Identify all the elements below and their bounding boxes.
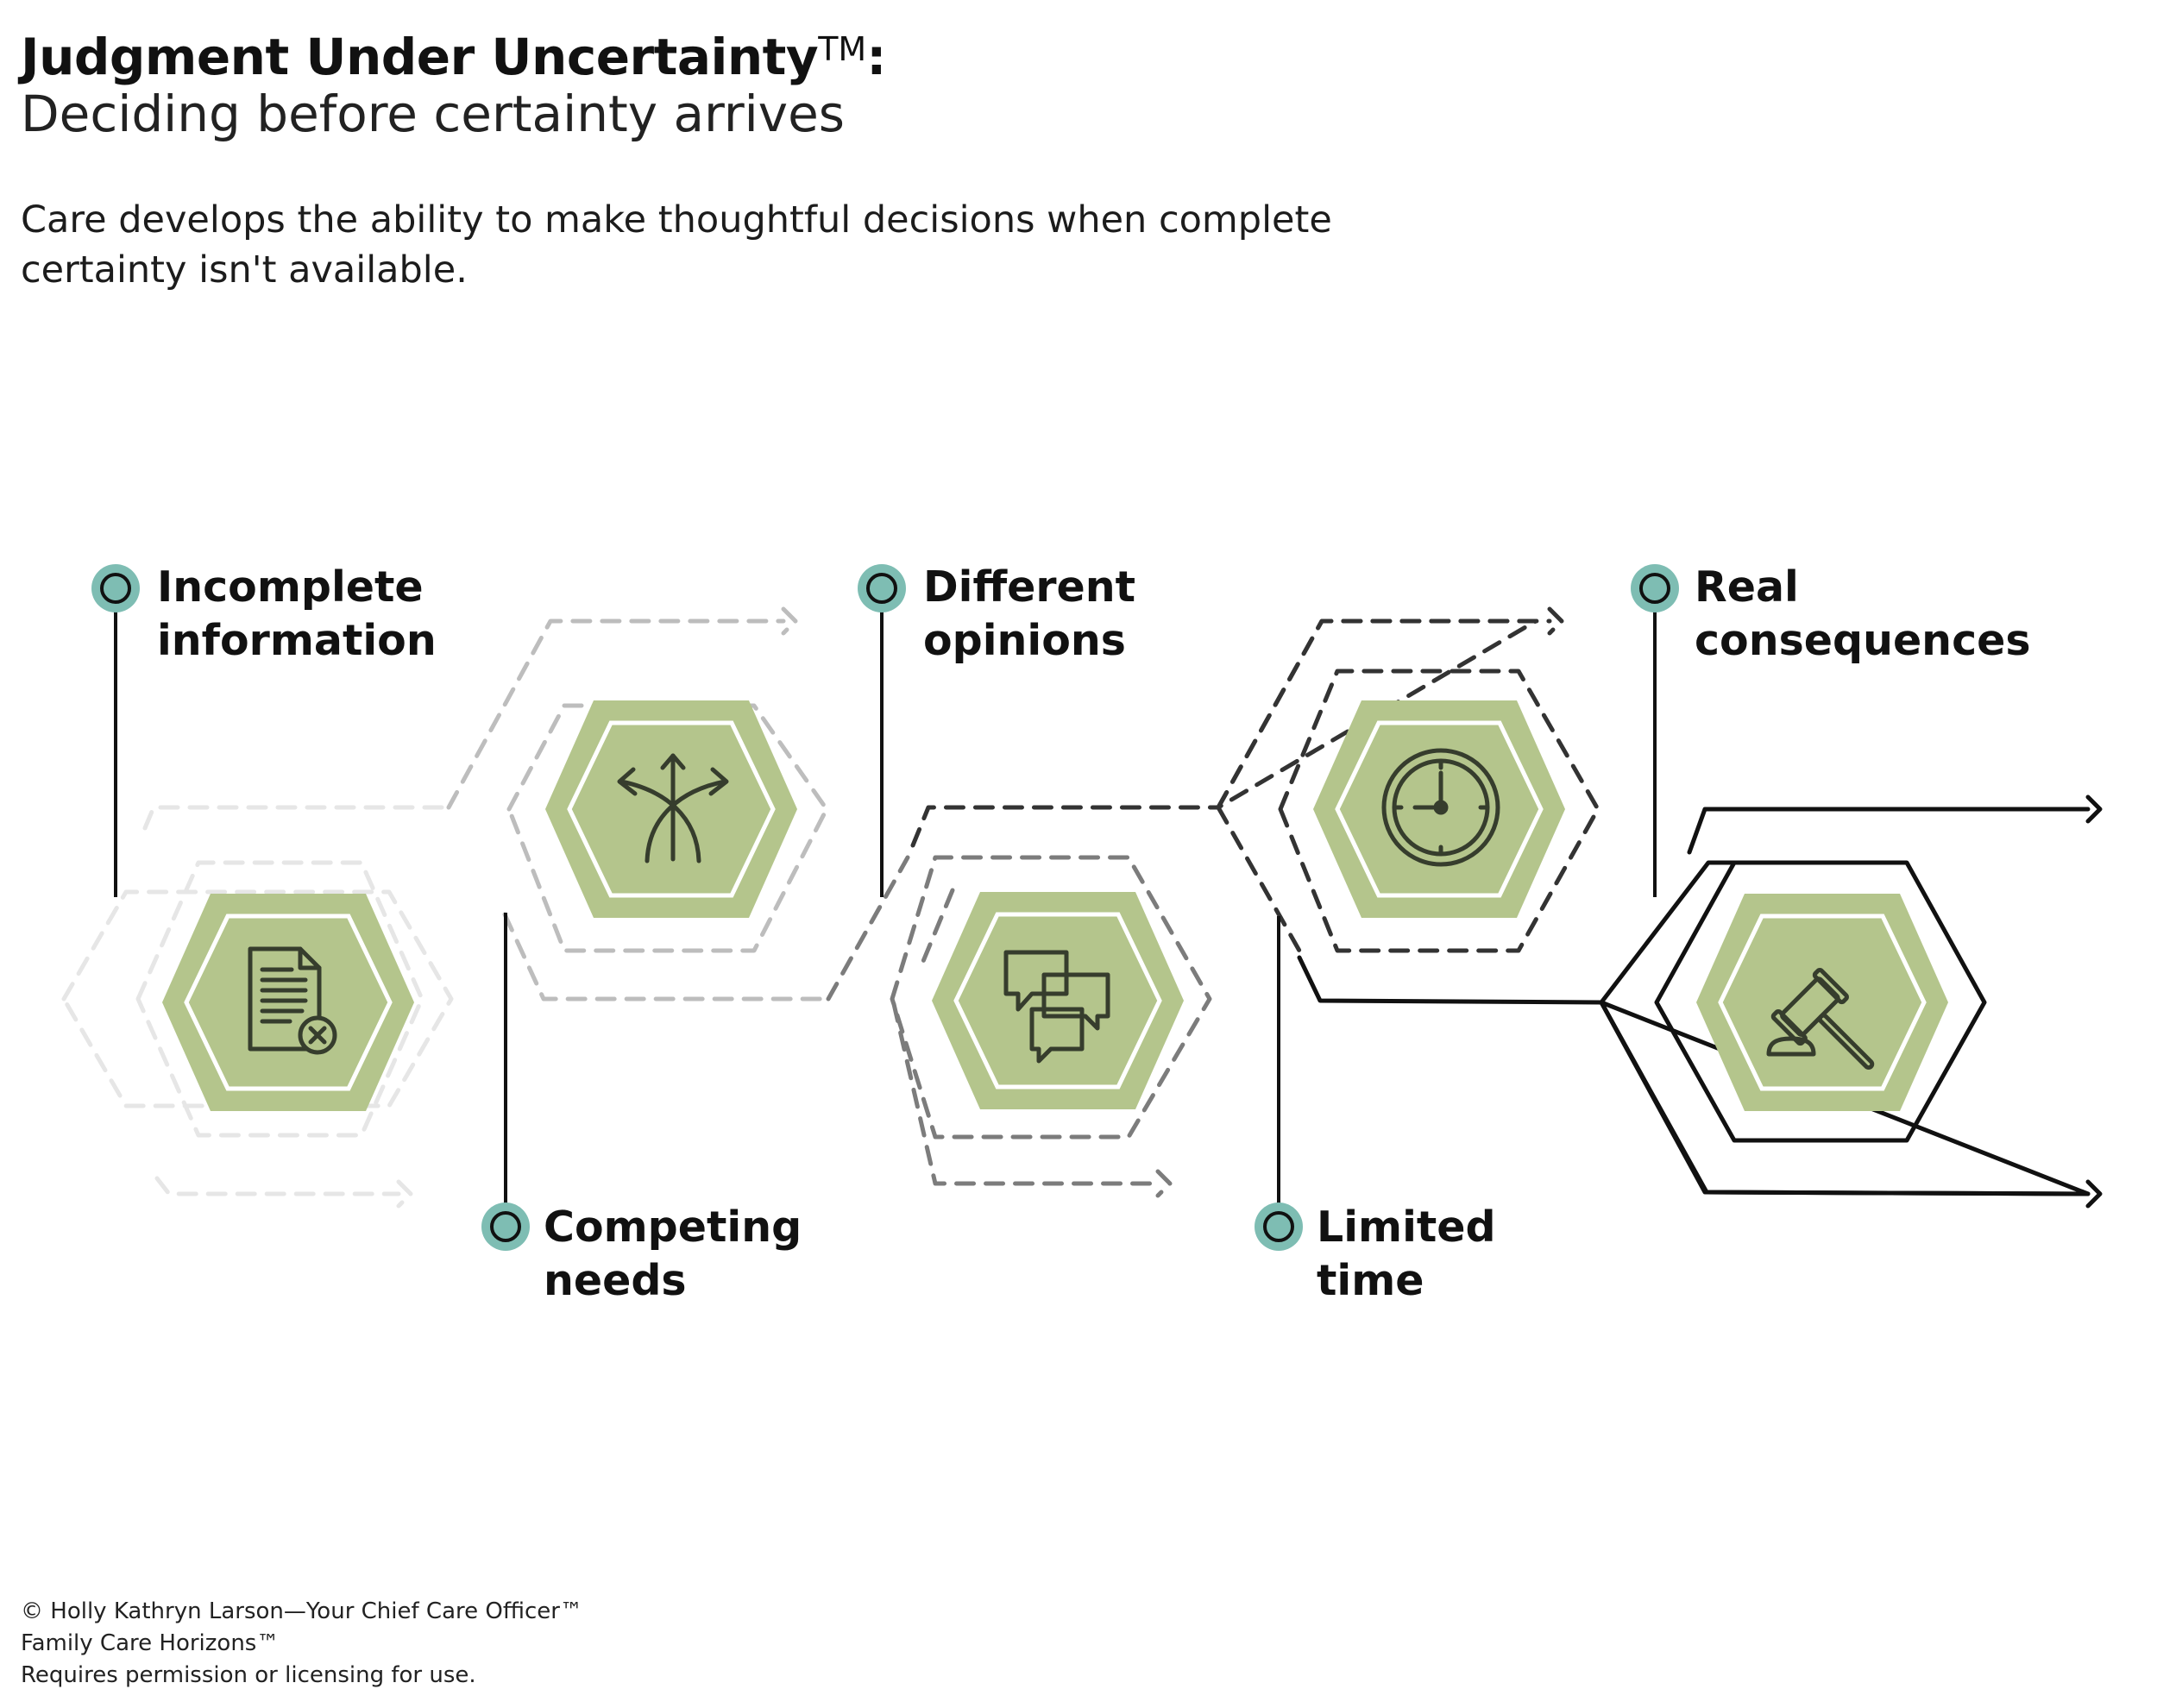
flow-stage-2	[446, 609, 831, 1002]
marker-dot-5	[1631, 564, 1679, 612]
upper-track-1	[142, 805, 451, 831]
intro-paragraph: Care develops the ability to make though…	[21, 195, 1487, 295]
step-label-line-2: consequences	[1695, 616, 2031, 665]
step-label-line-2: information	[157, 616, 437, 665]
upper-track-2	[446, 619, 786, 810]
intro-line-1: Care develops the ability to make though…	[21, 198, 1332, 242]
step-hexagon-3	[932, 892, 1184, 1109]
label-markers	[91, 564, 1679, 1251]
footer-program: Family Care Horizons™	[21, 1630, 280, 1656]
connector-3a	[826, 855, 910, 1002]
gavel-icon	[1766, 967, 1875, 1071]
lower-track-5a	[1297, 955, 1604, 1005]
flow-stage-3	[826, 855, 1212, 1196]
flow-stage-4	[910, 609, 1600, 953]
step-label-limited-time: Limited time	[1317, 1201, 1496, 1308]
step-icons	[248, 748, 1875, 1071]
upper-track-5	[1687, 807, 2091, 855]
outer-hexagon-2	[506, 703, 829, 953]
hexagon-fill	[932, 892, 1184, 1109]
document-x-icon	[248, 946, 337, 1055]
marker-dot-2	[481, 1203, 530, 1251]
step-label-line-2: opinions	[923, 616, 1126, 665]
upper-track-4b	[1216, 619, 1552, 810]
step-label-incomplete-information: Incomplete information	[157, 561, 437, 668]
clock-icon	[1381, 748, 1500, 867]
flow-stage-1	[61, 805, 454, 1206]
page-subtitle: Deciding before certainty arrives	[21, 85, 846, 143]
lower-track-1	[154, 1176, 401, 1196]
step-label-line-1: Incomplete	[157, 562, 424, 612]
outer-hexagon-1	[61, 889, 454, 1108]
outer-hexagon-4	[1278, 669, 1600, 953]
connector-5	[1599, 860, 1737, 1005]
title-text: Judgment Under Uncertainty	[21, 28, 819, 86]
step-label-line-1: Different	[923, 562, 1136, 612]
connector-3b	[917, 888, 955, 972]
step-label-real-consequences: Real consequences	[1695, 561, 2031, 668]
lower-track-2	[502, 912, 831, 1002]
step-label-line-2: time	[1317, 1256, 1424, 1305]
hexagon-inner-outline	[953, 912, 1162, 1089]
step-label-competing-needs: Competing needs	[544, 1201, 802, 1308]
lower-track-3	[891, 1002, 1160, 1186]
hexagon-inner-outline	[184, 914, 393, 1091]
mid-hexagon-1	[135, 860, 424, 1138]
step-label-line-1: Limited	[1317, 1203, 1496, 1252]
step-hexagon-5	[1696, 894, 1948, 1111]
upper-track-4a	[910, 805, 1221, 848]
page-title: Judgment Under UncertaintyTM:	[21, 10, 886, 96]
arrow-right-icon	[1158, 1171, 1170, 1196]
title-colon: :	[866, 28, 886, 86]
speech-bubbles-icon	[1003, 950, 1110, 1064]
lower-track-5b	[1599, 1000, 2091, 1196]
connector-4	[1216, 805, 1302, 953]
footer-copyright: © Holly Kathryn Larson—Your Chief Care O…	[21, 1598, 582, 1624]
outer-hexagon-3	[890, 855, 1212, 1140]
marker-dot-4	[1255, 1203, 1303, 1251]
hexagon-inner-outline	[567, 720, 776, 898]
marker-dot-1	[91, 564, 140, 612]
hexagon-inner-outline	[1718, 914, 1927, 1091]
diverging-arrows-icon	[617, 753, 729, 863]
step-label-line-1: Competing	[544, 1203, 802, 1252]
marker-dot-3	[858, 564, 906, 612]
step-label-line-2: needs	[544, 1256, 687, 1305]
footer-credits: © Holly Kathryn Larson—Your Chief Care O…	[21, 1596, 582, 1692]
title-trademark: TM	[818, 30, 867, 68]
footer-license: Requires permission or licensing for use…	[21, 1662, 476, 1688]
step-label-line-1: Real	[1695, 562, 1799, 612]
intro-line-2: certainty isn't available.	[21, 248, 468, 292]
step-label-different-opinions: Different opinions	[923, 561, 1135, 668]
label-connectors	[114, 588, 1657, 1216]
hexagon-fill	[1696, 894, 1948, 1111]
hexagon-inner-outline	[1335, 720, 1544, 898]
